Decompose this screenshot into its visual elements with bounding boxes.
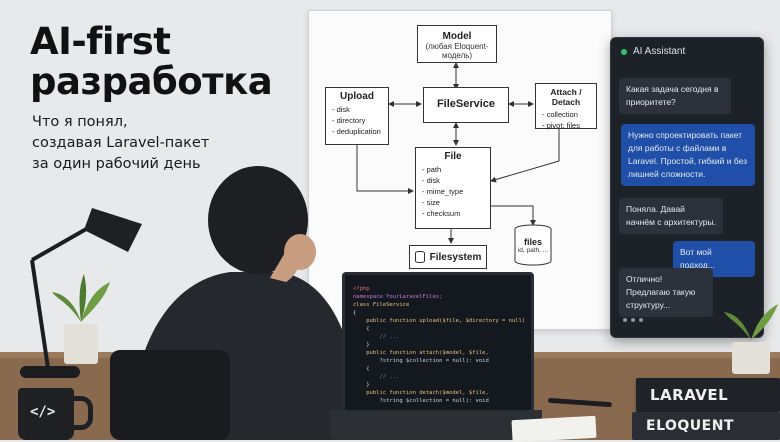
code-line: }	[353, 382, 370, 388]
developer-silhouette	[110, 166, 360, 440]
upload-box: Upload disk directory deduplication	[325, 87, 389, 145]
chat-message-user: Нужно спроектировать пакет для работы с …	[621, 124, 755, 186]
mug-handle	[70, 396, 93, 430]
plant-icon-right	[724, 304, 778, 374]
subheadline-line-1: Что я понял,	[32, 114, 128, 130]
online-dot-icon	[621, 48, 627, 55]
model-title: Model	[442, 31, 472, 42]
upload-items: disk directory deduplication	[326, 104, 388, 137]
file-item: mime_type	[422, 186, 490, 197]
fileservice-title: FileService	[436, 98, 496, 110]
code-glyph-icon: </>	[30, 404, 56, 420]
subheadline-line-2: создавая Laravel-пакет	[32, 135, 210, 151]
file-item: size	[422, 197, 490, 208]
file-item: path	[422, 164, 490, 175]
ai-assistant-panel[interactable]: AI Assistant Какая задача сегодня в прио…	[610, 37, 764, 338]
upload-item: deduplication	[332, 126, 388, 137]
upload-item: disk	[332, 104, 388, 115]
headline-line-2: разработка	[30, 60, 273, 103]
files-db-label: files id, path, ...	[515, 237, 551, 254]
chat-message-bot: Поняла. Давай начнём с архитектуры.	[619, 198, 723, 234]
notebook	[511, 415, 597, 442]
database-icon	[414, 251, 425, 263]
code-line: {	[353, 326, 370, 332]
attach-title: Attach / Detach	[550, 87, 582, 107]
arrow-attach-file	[490, 129, 560, 183]
filesystem-box: Filesystem	[409, 245, 487, 269]
headline-line-1: AI-first	[30, 20, 171, 63]
filesystem-title: Filesystem	[429, 251, 482, 263]
chat-message-bot: Какая задача сегодня в приоритете?	[619, 78, 731, 114]
file-title: File	[444, 151, 462, 162]
book-laravel: LARAVEL	[636, 378, 780, 412]
arrow-file-db	[491, 205, 536, 226]
code-line: <?php	[353, 286, 370, 292]
code-editor: <?php namespace YourLaravelFiles; class …	[353, 285, 525, 405]
plant-icon	[52, 274, 110, 364]
code-line: class FileService	[353, 302, 410, 308]
subheadline: Что я понял, создавая Laravel-пакет за о…	[32, 112, 209, 175]
code-line: public function upload($file, $directory…	[353, 318, 526, 324]
typing-indicator-icon	[623, 318, 647, 322]
code-line: // ...	[353, 334, 400, 340]
code-line: {	[353, 366, 370, 372]
headline: AI-first разработка	[30, 20, 273, 103]
code-line: ?string $collection = null): void	[353, 358, 489, 364]
file-item: disk	[422, 175, 490, 186]
upload-item: directory	[332, 115, 388, 126]
code-line: namespace YourLaravelFiles;	[353, 294, 443, 300]
attach-box: Attach / Detach collection pivot: files	[535, 83, 597, 131]
mug	[18, 388, 74, 440]
attach-items: collection pivot: files	[536, 109, 596, 131]
book-eloquent-label: ELOQUENT	[646, 418, 734, 434]
code-line: // ...	[353, 374, 400, 380]
arrow-upload-file	[356, 133, 414, 194]
code-line: {	[353, 310, 357, 316]
file-items: path disk mime_type size checksum	[416, 164, 490, 219]
book-laravel-label: LARAVEL	[650, 386, 729, 404]
laptop-keyboard	[330, 410, 542, 440]
chat-message-bot: Отлично! Предлагаю такую структуру...	[619, 268, 713, 317]
chat-title: AI Assistant	[633, 46, 686, 57]
book-eloquent: ELOQUENT	[632, 412, 780, 440]
fileservice-box: FileService	[423, 87, 509, 123]
chat-header: AI Assistant	[621, 46, 685, 57]
code-line: }	[353, 342, 370, 348]
attach-item: collection	[542, 109, 596, 120]
code-line: ?string $collection = null): void	[353, 398, 489, 404]
model-subtitle: (любая Eloquent-модель)	[425, 42, 489, 60]
subheadline-line-3: за один рабочий день	[32, 156, 201, 172]
files-db-subtitle: id, path, ...	[517, 247, 549, 254]
code-line: public function attach($model, $file,	[353, 350, 489, 356]
upload-title: Upload	[340, 91, 374, 102]
laptop-screen: <?php namespace YourLaravelFiles; class …	[342, 272, 534, 414]
files-db-title: files	[523, 237, 542, 247]
file-item: checksum	[422, 208, 490, 219]
desk-lamp-icon	[20, 208, 142, 378]
attach-item: pivot: files	[542, 120, 596, 131]
diagram-arrows	[356, 62, 560, 266]
model-box: Model (любая Eloquent-модель)	[417, 25, 497, 63]
file-box: File path disk mime_type size checksum	[415, 147, 491, 229]
code-line: public function detach($model, $file,	[353, 390, 489, 396]
database-cylinder	[514, 229, 552, 266]
